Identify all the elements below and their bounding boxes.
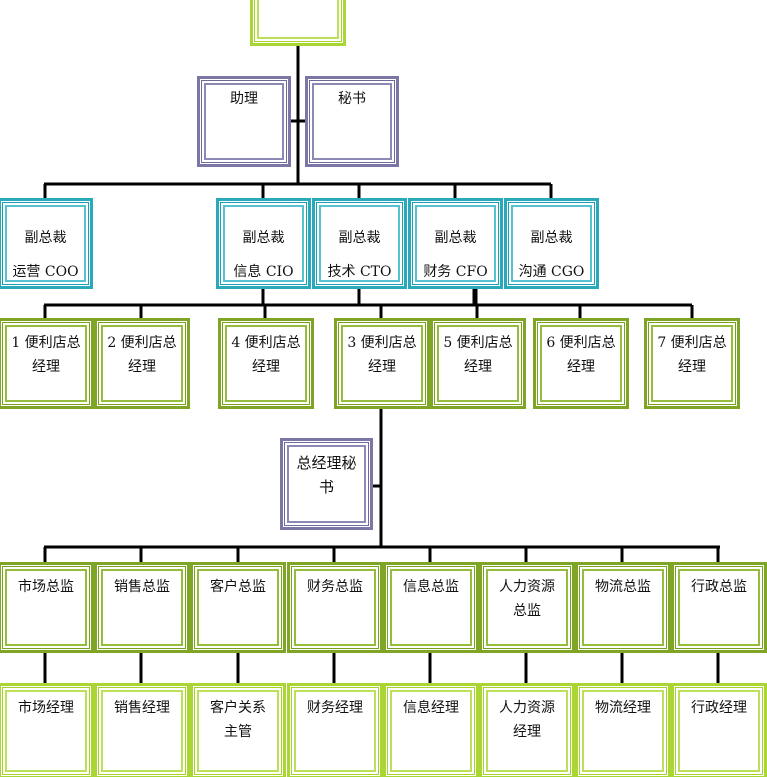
vp-title: 副总裁 (338, 230, 381, 246)
manager-box-logistics: 物流经理 (575, 683, 671, 777)
director-box-marketing: 市场总监 (0, 562, 94, 653)
manager-line1: 物流经理 (595, 700, 651, 716)
vp-role: 运营 COO (12, 264, 79, 280)
director-line1: 行政总监 (691, 579, 747, 595)
director-line1: 市场总监 (18, 579, 74, 595)
director-box-admin: 行政总监 (671, 562, 767, 653)
vp-title: 副总裁 (434, 230, 477, 246)
store-gm-box-1: 1 便利店总 经理 (0, 318, 94, 409)
vp-role: 沟通 CGO (518, 264, 585, 280)
gm-secretary-line2: 书 (318, 478, 334, 496)
vp-box-cto: 副总裁 技术 CTO (312, 198, 407, 289)
vp-role: 信息 CIO (233, 264, 294, 280)
store-gm-line2: 经理 (252, 359, 280, 375)
director-line1: 销售总监 (114, 579, 170, 595)
vp-box-cio: 副总裁 信息 CIO (216, 198, 311, 289)
gm-secretary-box: 总经理秘 书 (280, 438, 373, 530)
director-box-customer: 客户总监 (190, 562, 286, 653)
vp-title: 副总裁 (24, 230, 67, 246)
director-line1: 物流总监 (595, 579, 651, 595)
manager-box-info: 信息经理 (383, 683, 479, 777)
store-gm-line1: 4 便利店总 (231, 335, 301, 351)
store-gm-box-4: 4 便利店总 经理 (218, 318, 314, 409)
store-gm-line2: 经理 (368, 359, 396, 375)
director-line1: 客户总监 (210, 579, 266, 595)
store-gm-line1: 1 便利店总 (11, 335, 81, 351)
store-gm-line1: 2 便利店总 (107, 335, 177, 351)
manager-box-finance: 财务经理 (287, 683, 383, 777)
store-gm-box-2: 2 便利店总 经理 (94, 318, 190, 409)
store-gm-line1: 7 便利店总 (657, 335, 727, 351)
store-gm-line2: 经理 (464, 359, 492, 375)
manager-box-customer: 客户关系 主管 (190, 683, 286, 777)
manager-line1: 行政经理 (691, 700, 747, 716)
manager-line1: 信息经理 (403, 700, 459, 716)
store-gm-line2: 经理 (567, 359, 595, 375)
manager-box-sales: 销售经理 (94, 683, 190, 777)
director-line1: 财务总监 (307, 579, 363, 595)
store-gm-line1: 5 便利店总 (443, 335, 513, 351)
vp-role: 财务 CFO (423, 264, 488, 280)
vp-box-cfo: 副总裁 财务 CFO (408, 198, 503, 289)
director-box-info: 信息总监 (383, 562, 479, 653)
vp-title: 副总裁 (530, 230, 573, 246)
store-gm-box-5: 5 便利店总 经理 (430, 318, 526, 409)
manager-line1: 人力资源 (499, 700, 555, 716)
store-gm-box-3: 3 便利店总 经理 (334, 318, 430, 409)
store-gm-line2: 经理 (32, 359, 60, 375)
manager-line2: 经理 (513, 724, 541, 740)
director-box-logistics: 物流总监 (575, 562, 671, 653)
manager-line1: 销售经理 (114, 700, 170, 716)
director-box-hr: 人力资源 总监 (479, 562, 575, 653)
store-gm-line1: 3 便利店总 (347, 335, 417, 351)
secretary-box: 秘书 (305, 76, 399, 167)
director-line1: 人力资源 (499, 579, 555, 595)
manager-line1: 客户关系 (210, 700, 266, 716)
manager-line2: 主管 (224, 724, 252, 740)
vp-box-cgo: 副总裁 沟通 CGO (504, 198, 599, 289)
secretary-label: 秘书 (338, 91, 366, 107)
manager-box-admin: 行政经理 (671, 683, 767, 777)
vp-title: 副总裁 (242, 230, 285, 246)
assistant-box: 助理 (197, 76, 291, 167)
manager-line1: 市场经理 (18, 700, 74, 716)
gm-secretary-line1: 总经理秘 (296, 454, 357, 472)
director-box-sales: 销售总监 (94, 562, 190, 653)
store-gm-box-7: 7 便利店总 经理 (644, 318, 740, 409)
store-gm-line2: 经理 (678, 359, 706, 375)
director-box-finance: 财务总监 (287, 562, 383, 653)
store-gm-line1: 6 便利店总 (546, 335, 616, 351)
manager-box-marketing: 市场经理 (0, 683, 94, 777)
store-gm-box-6: 6 便利店总 经理 (533, 318, 629, 409)
director-line1: 信息总监 (403, 579, 459, 595)
manager-line1: 财务经理 (307, 700, 363, 716)
vp-box-coo: 副总裁 运营 COO (0, 198, 93, 289)
director-line2: 总监 (513, 603, 541, 619)
vp-role: 技术 CTO (327, 264, 392, 280)
manager-box-hr: 人力资源 经理 (479, 683, 575, 777)
ceo-box (250, 0, 346, 46)
assistant-label: 助理 (230, 91, 258, 107)
store-gm-line2: 经理 (128, 359, 156, 375)
